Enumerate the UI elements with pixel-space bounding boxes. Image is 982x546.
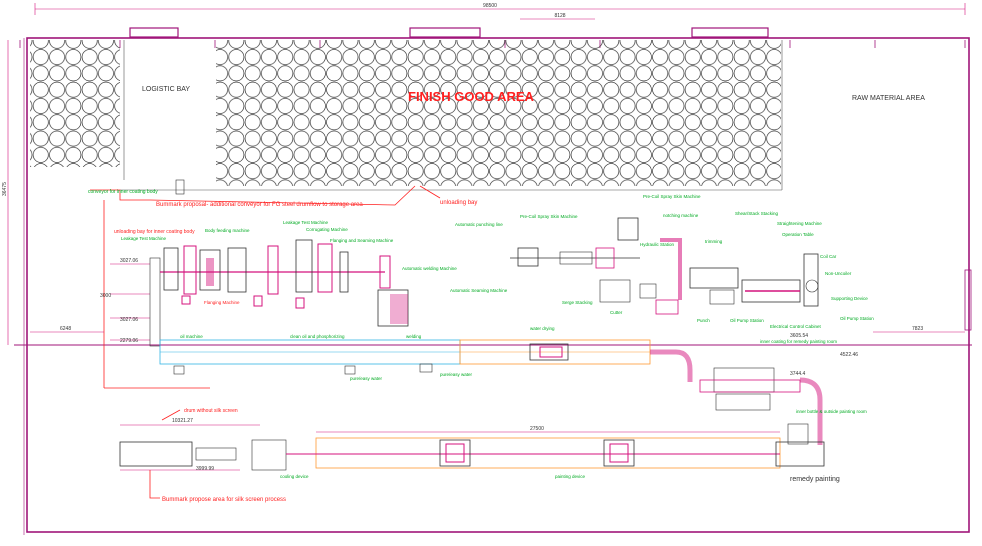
label-trimming: trimming bbox=[705, 239, 723, 244]
left-dims bbox=[30, 263, 150, 341]
label-operation-table: Operation Table bbox=[782, 232, 814, 237]
note-proposal-conveyor: Bummark proposal- additional conveyor fo… bbox=[156, 202, 363, 208]
dim-27500: 27500 bbox=[530, 426, 544, 432]
dim-2279: 2279.06 bbox=[120, 338, 138, 344]
label-body-feeding: Body feeding machine bbox=[205, 228, 250, 233]
label-straightening: Straightening Machine bbox=[777, 221, 822, 226]
note-unloading-bay: unloading bay bbox=[440, 200, 477, 206]
treatment-line bbox=[159, 339, 823, 445]
proposal-leaders bbox=[90, 185, 441, 389]
label-painting-device: painting device bbox=[555, 474, 586, 479]
label-oil-machine: oil machine bbox=[180, 334, 203, 339]
label-coil-car: Coil Car bbox=[820, 254, 837, 259]
label-oil-pump-2: Oil Pump Station bbox=[730, 318, 764, 323]
building-outline bbox=[26, 37, 970, 533]
note-remedy-painting: remedy painting bbox=[790, 476, 840, 483]
punching-line bbox=[510, 217, 819, 315]
dim-3999: 3999.99 bbox=[196, 466, 214, 472]
right-door bbox=[964, 269, 972, 331]
silk-screen-area bbox=[119, 409, 260, 499]
note-unloading-inner: unloading bay for inner coating body bbox=[114, 229, 195, 235]
top-dimension bbox=[34, 3, 966, 20]
dim-total-width: 98500 bbox=[483, 3, 497, 9]
label-auto-seaming: Automatic Seaming Machine bbox=[450, 288, 508, 293]
label-oil-pump: Oil Pump Station bbox=[840, 316, 874, 321]
note-conveyor-inner: conveyor for inner coating body bbox=[88, 189, 158, 195]
dim-3744: 3744.4 bbox=[790, 371, 806, 377]
label-precoil-spray-2: Pre-Coil Spray Skin Machine bbox=[643, 194, 701, 199]
label-water-drying: water drying bbox=[530, 326, 555, 331]
note-silk-proposal: Bummark propose area for silk screen pro… bbox=[162, 497, 286, 503]
label-auto-welding: Automatic welding Machine bbox=[402, 266, 457, 271]
roof-vents bbox=[129, 27, 769, 38]
label-pure-water-2: pure/easy water bbox=[440, 372, 473, 377]
drum-storage-main bbox=[216, 40, 781, 186]
dim-right-gap: 7823 bbox=[912, 326, 923, 332]
dim-3605: 3605.54 bbox=[790, 333, 808, 339]
label-serge-stacking: Serge Stacking bbox=[562, 300, 593, 305]
dim-3027-b: 3027.06 bbox=[120, 317, 138, 323]
dim-4522: 4522.46 bbox=[840, 352, 858, 358]
label-inner-coat: inner coating for remedy painting room bbox=[760, 339, 837, 344]
label-shear-stacker: Shear/Stack Stacking bbox=[735, 211, 779, 216]
label-notching: notching machine bbox=[663, 213, 699, 218]
label-uncoiler: Non-Uncoiler bbox=[825, 271, 852, 276]
label-flanging: Flanging and Seaming Machine bbox=[330, 238, 394, 243]
label-corrugating: Corrugating Machine bbox=[306, 227, 348, 232]
label-flanging-mach: Flanging Machine bbox=[204, 300, 240, 305]
label-pure-water: pure/easy water bbox=[350, 376, 383, 381]
drum-storage-left bbox=[30, 40, 120, 167]
label-elect-ctrl: Electrical Control Cabinet bbox=[770, 324, 822, 329]
dim-overall-height: 36475 bbox=[2, 182, 8, 196]
painting-line bbox=[251, 423, 825, 471]
label-supporting: Supporting Device bbox=[831, 296, 868, 301]
label-leakage-test: Leakage Test Machine bbox=[121, 236, 166, 241]
area-finish-good: FINISH GOOD AREA bbox=[408, 89, 535, 104]
label-auto-punching: Automatic punching line bbox=[455, 222, 503, 227]
label-punch: Punch bbox=[697, 318, 710, 323]
note-drum-without-silk: drum without silk screen bbox=[184, 408, 238, 414]
label-leakage-test-2: Leakage Test Machine bbox=[283, 220, 328, 225]
label-precoil-spray: Pre-Coil Spray Skin Machine bbox=[520, 214, 578, 219]
body-forming-line bbox=[160, 239, 409, 327]
dim-10321: 10321.27 bbox=[172, 418, 193, 424]
bay-door bbox=[175, 179, 185, 195]
label-welding: welding bbox=[406, 334, 422, 339]
dim-top-segment: 8128 bbox=[554, 13, 565, 19]
dim-3027-a: 3027.06 bbox=[120, 258, 138, 264]
line-frame-left bbox=[149, 257, 161, 347]
label-clean-oil: clean oil and phosphorizing bbox=[290, 334, 345, 339]
dim-left-gap: 6248 bbox=[60, 326, 71, 332]
label-hydraulic: Hydraulic Station bbox=[640, 242, 675, 247]
area-logistic-bay: LOGISTIC BAY bbox=[142, 86, 190, 93]
area-raw-material: RAW MATERIAL AREA bbox=[852, 95, 925, 102]
label-cutter: Cutter bbox=[610, 310, 623, 315]
dim-3000: 3000 bbox=[100, 293, 111, 299]
label-cooling-device: cooling device bbox=[280, 474, 309, 479]
label-inner-outer-painting: inner bottle & outside painting room bbox=[796, 409, 867, 414]
